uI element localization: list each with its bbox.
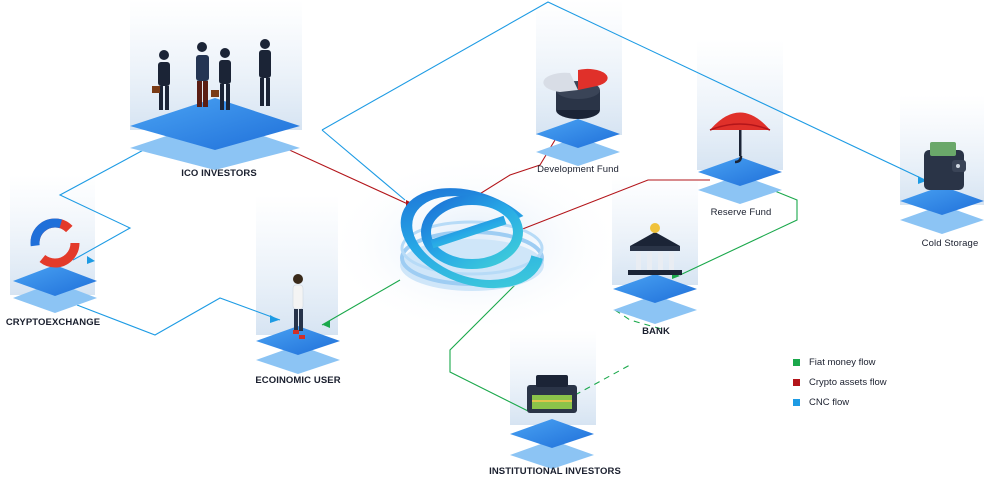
ico-investors-platform: [130, 39, 300, 170]
bank-platform: [613, 223, 697, 324]
economic-user-label: ECOINOMIC USER: [255, 375, 341, 386]
legend-item-fiat: Fiat money flow: [793, 352, 887, 372]
cnc-swatch: [793, 398, 800, 406]
institutional-investors-platform: [510, 375, 594, 469]
central-platform-logo: [400, 188, 544, 291]
crypto-swatch: [793, 378, 800, 386]
cryptoexchange-label: CRYPTOEXCHANGE: [5, 317, 101, 328]
legend-label-fiat: Fiat money flow: [809, 356, 876, 368]
legend-label-crypto: Crypto assets flow: [809, 376, 887, 388]
cryptoexchange-platform: [13, 218, 97, 313]
institutional-investors-label: INSTITUTIONAL INVESTORS: [489, 466, 621, 477]
fiat-flow-lines: [321, 184, 798, 413]
reserve-fund-platform: [698, 112, 782, 204]
bank-label: BANK: [642, 326, 670, 337]
cold-storage-label: Cold Storage: [921, 238, 979, 249]
development-fund-label: Development Fund: [537, 164, 619, 175]
development-fund-platform: [536, 68, 620, 166]
legend-item-crypto: Crypto assets flow: [793, 372, 887, 392]
legend-item-cnc: CNC flow: [793, 392, 887, 412]
cold-storage-platform: [900, 142, 984, 234]
ico-investors-label: ICO INVESTORS: [181, 168, 257, 179]
fiat-swatch: [793, 358, 800, 366]
legend-label-cnc: CNC flow: [809, 396, 850, 408]
legend: Fiat money flow Crypto assets flow CNC f…: [793, 352, 887, 412]
economic-user-platform: [256, 274, 340, 374]
cnc-flow-lines: [58, 1, 926, 336]
reserve-fund-label: Reserve Fund: [710, 207, 772, 218]
